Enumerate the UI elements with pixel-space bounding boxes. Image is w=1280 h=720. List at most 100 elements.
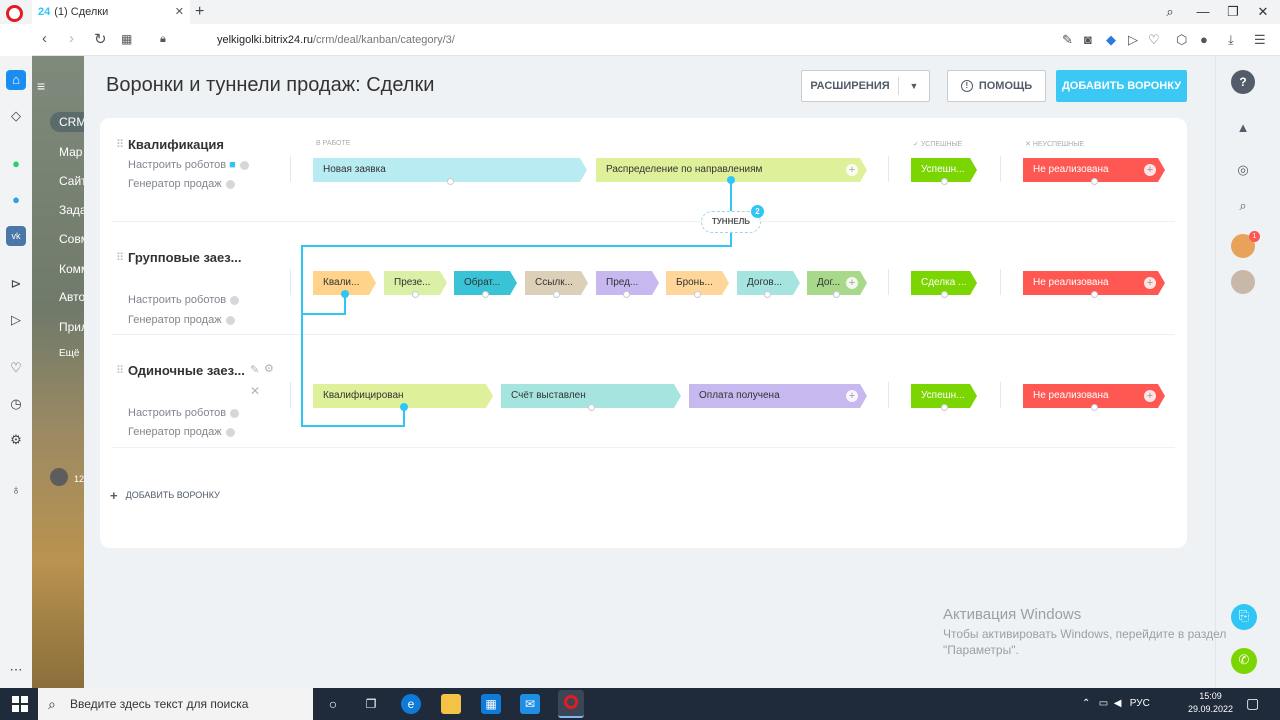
telegram-icon[interactable]: ●: [12, 192, 20, 207]
funnel-settings-icon[interactable]: ⚙: [264, 363, 274, 375]
back-icon[interactable]: ‹: [42, 30, 47, 47]
notifications-icon[interactable]: ▢: [1246, 695, 1260, 711]
send-icon[interactable]: ▷: [1128, 32, 1138, 47]
tab-search-icon[interactable]: ⌕: [1166, 4, 1174, 19]
phone-icon[interactable]: ✆: [1231, 648, 1257, 674]
drag-handle-icon[interactable]: ⠿: [116, 139, 125, 151]
tunnel-anchor[interactable]: [941, 404, 948, 411]
add-stage-icon[interactable]: +: [846, 390, 858, 402]
robots-link[interactable]: Настроить роботов: [128, 294, 240, 306]
tab-close-icon[interactable]: ✕: [174, 6, 184, 18]
more-icon[interactable]: ⋯: [9, 662, 23, 677]
home-icon[interactable]: ⌂: [6, 70, 26, 90]
tunnel-anchor[interactable]: [1091, 404, 1098, 411]
stage[interactable]: Оплата получена+: [689, 384, 867, 408]
robots-link[interactable]: Настроить роботов: [128, 407, 240, 419]
minimize-button[interactable]: —: [1196, 4, 1210, 19]
crown-icon[interactable]: [50, 468, 68, 486]
tunnel-anchor[interactable]: [482, 291, 489, 298]
hamburger-icon[interactable]: ≡: [37, 78, 46, 94]
cube-icon[interactable]: ⬡: [1176, 32, 1188, 47]
forward-icon[interactable]: ›: [69, 30, 74, 47]
drag-handle-icon[interactable]: ⠿: [116, 252, 125, 264]
whatsapp-icon[interactable]: ●: [12, 156, 20, 171]
tunnel-anchor[interactable]: [588, 404, 595, 411]
help-icon[interactable]: [239, 160, 249, 170]
funnel-name[interactable]: Квалификация: [128, 137, 224, 152]
search-icon[interactable]: ⌕: [1239, 198, 1247, 213]
menu-item[interactable]: Авто: [59, 290, 84, 304]
add-stage-icon[interactable]: +: [846, 277, 858, 289]
bell-icon[interactable]: ▲: [1236, 120, 1250, 135]
history-icon[interactable]: ◷: [10, 396, 22, 411]
opera-taskbar-icon[interactable]: [558, 690, 584, 718]
chevron-down-icon[interactable]: ▼: [909, 81, 919, 91]
funnel-name[interactable]: Групповые заез...: [128, 250, 242, 265]
reload-icon[interactable]: ↻: [94, 31, 107, 48]
edge-icon[interactable]: e: [401, 694, 421, 714]
generator-link[interactable]: Генератор продаж: [128, 314, 235, 326]
tunnel-anchor[interactable]: [941, 291, 948, 298]
shield-icon[interactable]: ◆: [1106, 32, 1116, 47]
add-stage-icon[interactable]: +: [1144, 390, 1156, 402]
help-icon[interactable]: [230, 408, 240, 418]
add-funnel-button[interactable]: Добавить воронку: [1056, 70, 1187, 102]
cortana-icon[interactable]: ○: [328, 696, 338, 712]
menu-item[interactable]: Совм: [59, 232, 84, 246]
settings-icon[interactable]: ⚙: [10, 432, 22, 447]
menu-item[interactable]: Сайт: [59, 174, 84, 188]
edit-funnel-icon[interactable]: ✎: [250, 364, 260, 376]
generator-link[interactable]: Генератор продаж: [128, 426, 235, 438]
tunnel-anchor[interactable]: [1091, 178, 1098, 185]
tunnel-anchor[interactable]: [694, 291, 701, 298]
network-icon[interactable]: ▭: [1098, 698, 1109, 709]
edit-icon[interactable]: ✎: [1062, 32, 1073, 47]
heart-icon[interactable]: ♡: [1148, 32, 1160, 47]
compass-icon[interactable]: ◇: [11, 108, 21, 123]
avatar[interactable]: [1231, 270, 1255, 294]
mail-icon[interactable]: ✉: [520, 694, 540, 714]
menu-item[interactable]: Зада: [59, 203, 84, 217]
drag-handle-icon[interactable]: ⠿: [116, 365, 125, 377]
restore-button[interactable]: ❐: [1227, 4, 1239, 19]
help-icon[interactable]: ?: [1231, 70, 1255, 94]
chevron-up-icon[interactable]: ⌃: [1082, 698, 1091, 709]
add-funnel-link[interactable]: +Добавить воронку: [110, 488, 220, 503]
tunnel-anchor[interactable]: [412, 291, 419, 298]
tunnel-label[interactable]: ТУННЕЛЬ: [701, 211, 761, 233]
store-icon[interactable]: ▦: [481, 694, 501, 714]
tunnel-anchor[interactable]: [623, 291, 630, 298]
tunnel-anchor[interactable]: [764, 291, 771, 298]
windows-start-icon[interactable]: [12, 696, 28, 712]
menu-item[interactable]: Мар: [59, 145, 83, 159]
menu-item-more[interactable]: Ещё: [59, 348, 80, 359]
close-window-button[interactable]: ✕: [1257, 4, 1269, 19]
camera-icon[interactable]: ◙: [1084, 32, 1092, 47]
explorer-icon[interactable]: [441, 694, 461, 714]
help-icon[interactable]: [230, 295, 240, 305]
menu-item[interactable]: Комм: [59, 262, 84, 276]
browser-tab[interactable]: 24(1) Сделки ✕: [32, 0, 190, 24]
taskbar-search-input[interactable]: ⌕Введите здесь текст для поиска: [38, 688, 313, 720]
help-button[interactable]: !Помощь: [947, 70, 1046, 102]
help-icon[interactable]: [225, 427, 235, 437]
task-view-icon[interactable]: ❐: [365, 697, 377, 711]
extensions-button[interactable]: Расширения▼: [801, 70, 930, 102]
new-tab-button[interactable]: +: [195, 3, 205, 20]
contact-center-icon[interactable]: ⎘: [1231, 604, 1257, 630]
heart-icon[interactable]: ♡: [10, 360, 22, 375]
player-icon[interactable]: ⊳: [10, 276, 22, 291]
generator-link[interactable]: Генератор продаж: [128, 178, 235, 190]
add-stage-icon[interactable]: +: [1144, 164, 1156, 176]
delete-funnel-icon[interactable]: ✕: [250, 384, 261, 398]
chat-icon[interactable]: ◎: [1237, 162, 1249, 177]
tunnel-anchor[interactable]: [833, 291, 840, 298]
help-icon[interactable]: [225, 179, 235, 189]
fail-stage[interactable]: Не реализована+: [1023, 158, 1165, 182]
add-stage-icon[interactable]: +: [1144, 277, 1156, 289]
funnel-name[interactable]: Одиночные заез...: [128, 363, 245, 378]
send-icon[interactable]: ▷: [11, 312, 21, 327]
menu-icon[interactable]: ☰: [1254, 32, 1266, 47]
vk-icon[interactable]: vk: [6, 226, 26, 246]
